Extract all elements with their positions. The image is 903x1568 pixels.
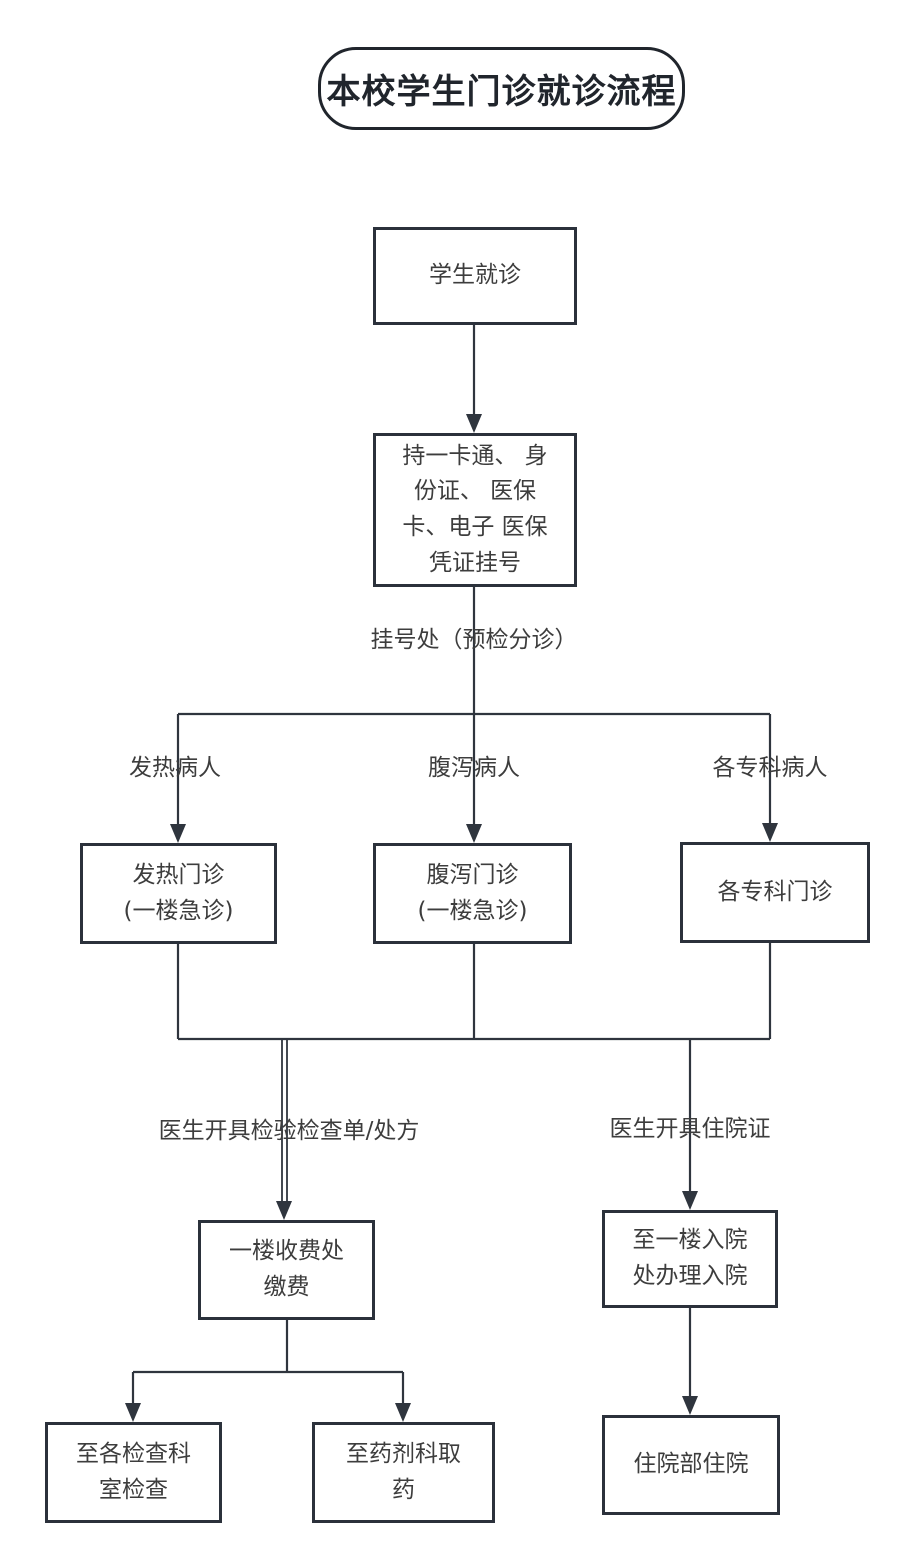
label-specialty-patient: 各专科病人	[712, 755, 828, 781]
edge-branch-to-diarrhea-clinic	[466, 714, 482, 843]
node-exam-departments: 至各检查科 室检查	[45, 1422, 222, 1523]
edge-clinics-merge-bar	[176, 943, 772, 1041]
node-fever-clinic: 发热门诊 (一楼急诊)	[80, 843, 277, 944]
node-specialty-clinic: 各专科门诊	[680, 842, 870, 943]
edge-merge-to-admission	[682, 1039, 698, 1210]
node-inpatient-ward: 住院部住院	[602, 1415, 780, 1515]
node-cashier-pay: 一楼收费处 缴费	[198, 1220, 375, 1320]
edge-merge-to-cashier	[276, 1039, 292, 1220]
label-fever-patient: 发热病人	[129, 755, 221, 781]
node-register-with-cards: 持一卡通、 身 份证、 医保 卡、电子 医保 凭证挂号	[373, 433, 577, 587]
edge-admission-to-inpatient	[682, 1308, 698, 1415]
edge-branch-to-specialty-clinic	[762, 714, 778, 842]
flowchart-title: 本校学生门诊就诊流程	[318, 47, 685, 130]
node-pharmacy-pickup: 至药剂科取 药	[312, 1422, 495, 1523]
label-hospitalization-cert: 医生开具住院证	[609, 1116, 771, 1142]
edge-student-to-register	[466, 325, 482, 433]
node-student-visit: 学生就诊	[373, 227, 577, 325]
label-registration-desk: 挂号处（预检分诊）	[370, 627, 578, 653]
node-diarrhea-clinic: 腹泻门诊 (一楼急诊)	[373, 843, 572, 944]
edge-branch-to-fever-clinic	[170, 714, 186, 843]
node-admission-office: 至一楼入院 处办理入院	[602, 1210, 778, 1308]
label-doctor-order: 医生开具检验检查单/处方	[158, 1118, 420, 1144]
label-diarrhea-patient: 腹泻病人	[428, 755, 520, 781]
edge-cashier-split	[125, 1320, 411, 1422]
